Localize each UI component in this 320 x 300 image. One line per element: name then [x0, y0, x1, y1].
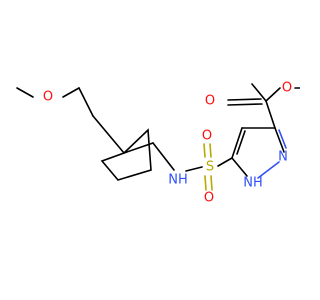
bond-s-o-bottom-b: [210, 175, 213, 191]
bond-n2-n1: [257, 161, 280, 179]
bond-c3-carbonyl: [265, 100, 276, 129]
bond-s-o-top-a: [203, 143, 206, 158]
atom-o-methoxy: O: [43, 90, 53, 105]
bond-c3-n2: [274, 127, 285, 153]
bond-ch2-quaternary: [92, 115, 125, 154]
bond-c5-c4-double: [236, 130, 246, 155]
structure-svg: O O O O S O NH N NH: [16, 81, 300, 206]
atom-nh-pyrazole: NH: [243, 176, 263, 191]
atom-o-sulfonyl-top: O: [202, 129, 212, 144]
bond-carbonyl-o-single: [265, 87, 281, 102]
bond-carbonyl-stub: [251, 83, 267, 102]
bond-carbonyl-o-double-a: [227, 98, 262, 101]
bond-c3-n2-double: [278, 129, 287, 149]
atom-o-sulfonyl-bottom: O: [204, 191, 214, 206]
atom-n-pyrazole: N: [278, 150, 288, 165]
bond-ch2-nh: [152, 142, 175, 171]
molecule-diagram: O O O O S O NH N NH: [16, 81, 300, 206]
atom-nh-sulfonamide: NH: [168, 173, 188, 188]
bond-carbonyl-o-double-b: [227, 103, 263, 106]
cyclopentane-ring: [100, 128, 152, 181]
bond-s-o-bottom-a: [204, 175, 207, 191]
bond-n1-c5: [231, 157, 248, 177]
bond-nh-s: [185, 166, 203, 172]
atom-s: S: [206, 160, 214, 175]
bond-ch2-ch2: [78, 87, 94, 117]
atom-o-ester-double: O: [205, 94, 215, 109]
bond-s-o-top-b: [209, 143, 212, 158]
bond-o-ch2: [62, 87, 80, 98]
bond-c5-c4: [231, 127, 243, 159]
bond-methyl-o: [16, 87, 34, 98]
atom-o-ester-single: O: [282, 81, 292, 96]
bond-quaternary-ch2: [123, 142, 154, 154]
bond-s-c5: [217, 157, 233, 167]
